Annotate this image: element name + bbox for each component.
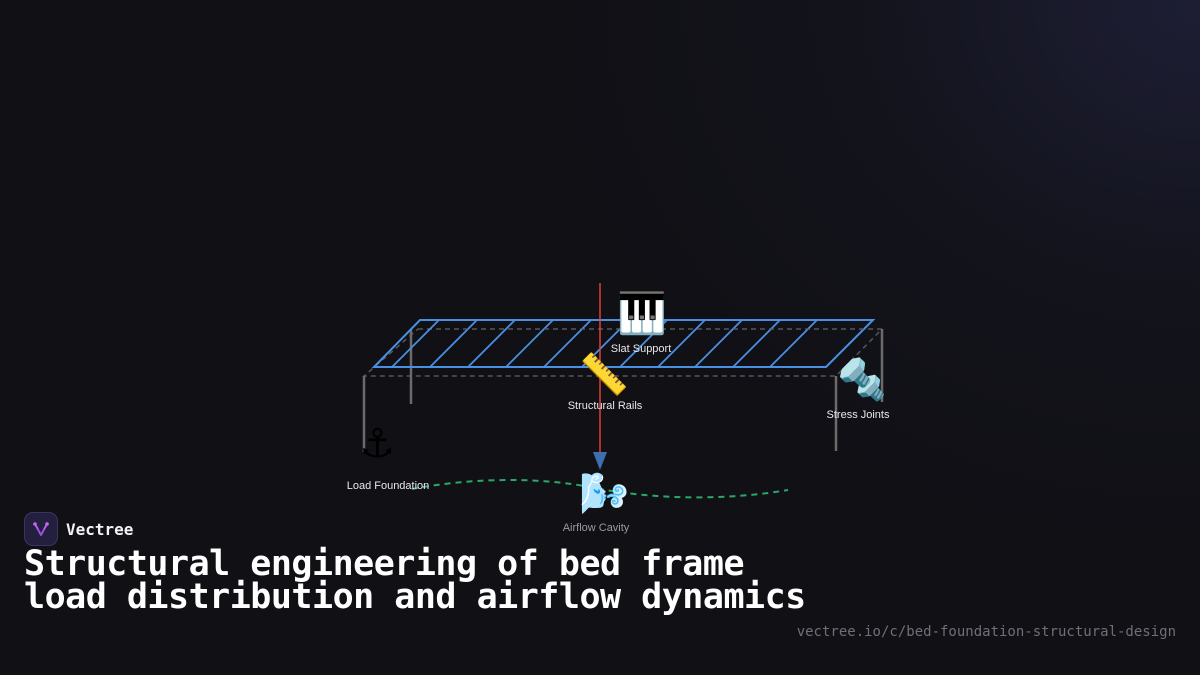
slat (619, 319, 668, 368)
ruler-icon: 📏 (579, 352, 629, 398)
airflow-path (411, 479, 789, 499)
brand: Vectree (24, 512, 133, 546)
slats (391, 319, 818, 368)
label-stress-joints: Stress Joints (826, 409, 890, 421)
label-slat-support: Slat Support (610, 343, 672, 355)
slat (694, 319, 743, 368)
brand-name: Vectree (66, 519, 134, 539)
anchor-icon: ⚓ (359, 421, 395, 467)
page-title: Structural engineering of bed frame load… (24, 544, 806, 617)
slat (657, 319, 706, 368)
slat (581, 319, 630, 368)
slat (543, 319, 592, 368)
slat (429, 319, 478, 368)
label-structural-rails: Structural Rails (567, 400, 643, 412)
slat (467, 319, 516, 368)
label-load-foundation: Load Foundation (346, 480, 430, 492)
nut-and-bolt-icon: 🔩 (837, 357, 887, 403)
load-arrow-head (593, 452, 607, 470)
piano-keys-icon: 🎹 (617, 291, 667, 337)
slat (769, 319, 818, 368)
slat (732, 319, 781, 368)
label-airflow-cavity: Airflow Cavity (562, 522, 630, 534)
slat-frame (371, 319, 876, 368)
slat (505, 319, 554, 368)
slat (391, 319, 440, 368)
wind-icon: 🌬️ (579, 471, 629, 517)
vectree-logo-icon (24, 512, 58, 546)
source-url[interactable]: vectree.io/c/bed-foundation-structural-d… (796, 624, 1176, 640)
